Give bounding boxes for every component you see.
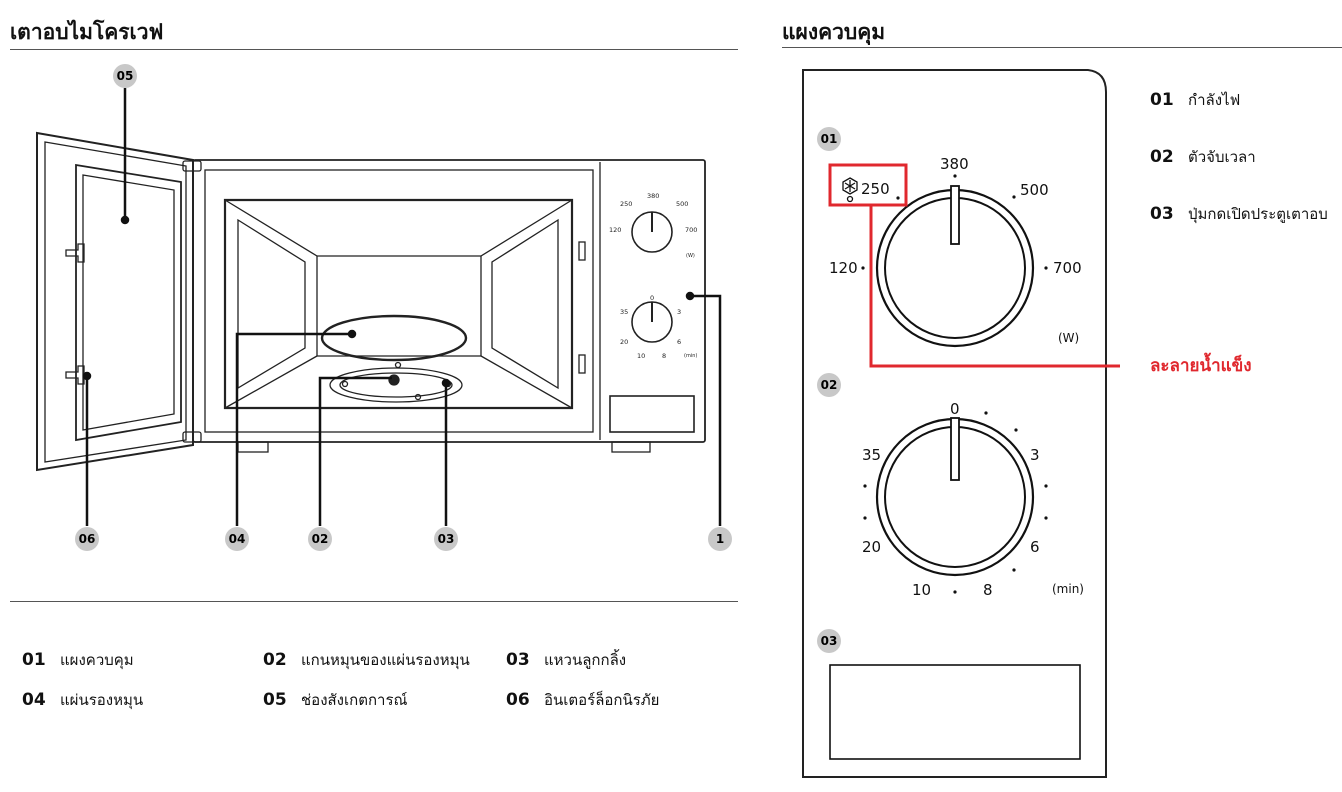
power-label-380: 380 [940, 155, 969, 173]
title-rule-right [782, 47, 1342, 48]
defrost-icon [842, 177, 858, 203]
timer-label-6: 6 [1030, 538, 1040, 556]
door-outline [36, 131, 194, 472]
cavity-side-right [491, 218, 559, 390]
mini-label-0: 0 [650, 294, 654, 302]
marker-03: 03 [438, 532, 455, 546]
timer-label-10: 10 [912, 581, 931, 599]
microwave-title: เตาอบไมโครเวฟ [10, 20, 164, 44]
power-label-700: 700 [1053, 259, 1082, 277]
mini-label-700: 700 [685, 226, 697, 234]
roller-ring [329, 367, 463, 403]
mini-label-500: 500 [676, 200, 688, 208]
mini-label-min: (min) [684, 353, 697, 359]
latch-slot-top [578, 241, 586, 261]
panel-markers: 01 02 03 [817, 127, 841, 653]
power-dial-labels: 380 500 120 700 (W) [829, 155, 1082, 345]
marker-05: 05 [117, 69, 134, 83]
microwave-drawing [36, 131, 706, 472]
timer-label-0: 0 [950, 400, 960, 418]
power-dial-pointer [950, 185, 960, 245]
interlock-hook-top [65, 243, 85, 263]
mini-label-8: 8 [662, 352, 666, 360]
turntable-shaft [388, 374, 400, 386]
cavity-frame [204, 169, 594, 433]
mini-label-380: 380 [647, 192, 659, 200]
timer-dial [875, 417, 1035, 577]
panel-marker-03: 03 [821, 634, 838, 648]
marker-02: 02 [312, 532, 329, 546]
panel-marker-02: 02 [821, 378, 838, 392]
title-rule-left [10, 49, 738, 50]
cavity-side-left [237, 218, 306, 390]
defrost-highlight-box [828, 163, 908, 207]
timer-label-35: 35 [862, 446, 881, 464]
foot-left [237, 441, 269, 453]
legend-rule [10, 601, 738, 602]
cavity-back [316, 255, 482, 357]
power-dial-ticks [861, 174, 1048, 270]
mini-panel-labels: 250 380 500 120 700 (W) 0 35 3 20 6 10 8… [609, 192, 697, 360]
panel-marker-01: 01 [821, 132, 838, 146]
defrost-callout: ละลายน้ำแข็ง [1150, 356, 1252, 376]
defrost-leader [869, 205, 1120, 368]
timer-dial-labels: 0 35 3 20 6 10 8 (min) [862, 400, 1084, 599]
timer-label-20: 20 [862, 538, 881, 556]
marker-1: 1 [716, 532, 724, 546]
mini-door-button [609, 395, 695, 433]
power-label-500: 500 [1020, 181, 1049, 199]
leader-1 [690, 294, 722, 526]
timer-label-unit: (min) [1052, 582, 1084, 596]
door-open-button [829, 664, 1081, 760]
timer-dial-ticks [863, 411, 1048, 594]
door-hinge-bottom [182, 431, 202, 443]
marker-04: 04 [229, 532, 246, 546]
interlock-hook-bottom [65, 365, 85, 385]
door-window-inner [82, 174, 175, 431]
timer-label-8: 8 [983, 581, 993, 599]
markers: 05 06 04 02 03 1 [75, 64, 732, 551]
latch-slot-bottom [578, 354, 586, 374]
panel-outline [802, 69, 1107, 778]
mini-label-3: 3 [677, 308, 681, 316]
timer-label-3: 3 [1030, 446, 1040, 464]
mini-label-20: 20 [620, 338, 628, 346]
mini-label-w: (W) [686, 253, 695, 259]
door-window-outer [75, 163, 182, 442]
timer-dial-pointer [950, 417, 960, 481]
leader-04 [235, 332, 352, 526]
leader-02 [318, 376, 392, 526]
power-label-unit: (W) [1058, 331, 1079, 345]
foot-right [611, 441, 651, 453]
door-inner [44, 141, 187, 463]
power-dial [875, 185, 1035, 348]
microwave-body [192, 159, 706, 443]
roller-ring-inner [339, 372, 453, 398]
mini-label-10: 10 [637, 352, 645, 360]
power-label-120: 120 [829, 259, 858, 277]
door-hinge-top [182, 160, 202, 172]
control-panel-title: แผงควบคุม [782, 20, 886, 44]
power-label-250: 250 [861, 180, 890, 198]
control-panel-diagram: 380 500 120 700 (W) 250 0 35 3 20 6 10 8… [802, 69, 1120, 778]
mini-label-35: 35 [620, 308, 628, 316]
marker-06: 06 [79, 532, 96, 546]
mini-label-250: 250 [620, 200, 632, 208]
leader-lines [82, 88, 722, 526]
mini-label-6: 6 [677, 338, 681, 346]
turntable-plate [320, 314, 468, 362]
microwave-diagram: 250 380 500 120 700 (W) 0 35 3 20 6 10 8… [36, 64, 732, 551]
mini-label-120: 120 [609, 226, 621, 234]
